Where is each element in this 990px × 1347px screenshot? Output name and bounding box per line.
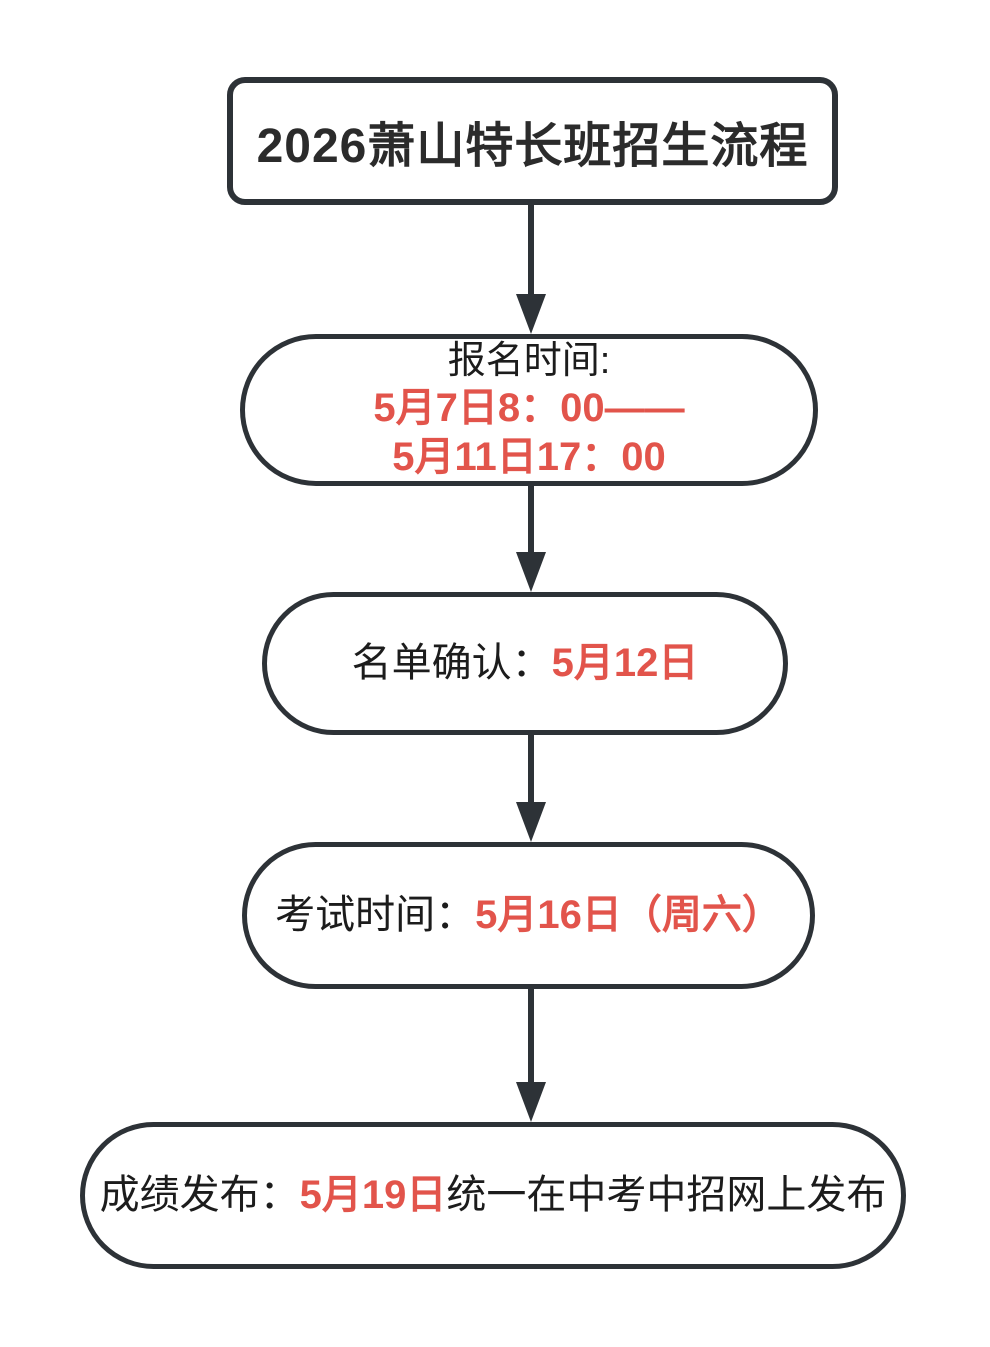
- exam-time-date: 5月16日（周六）: [475, 893, 782, 938]
- results-release-date: 5月19日: [299, 1173, 447, 1218]
- signup-time-start-text: 5月7日8：00——: [373, 386, 685, 431]
- flow-arrow-3: [514, 735, 548, 842]
- title-box: 2026萧山特长班招生流程: [227, 77, 838, 205]
- signup-time-label-text: 报名时间:: [447, 340, 611, 383]
- arrow-head-icon: [516, 294, 546, 334]
- exam-time-label: 考试时间：: [275, 893, 476, 938]
- step-box-results-release: 成绩发布：5月19日统一在中考中招网上发布: [80, 1122, 906, 1269]
- exam-time-line: 考试时间：5月16日（周六）: [275, 891, 782, 940]
- flow-arrow-1: [514, 205, 548, 334]
- step-box-exam-time: 考试时间：5月16日（周六）: [242, 842, 815, 989]
- arrow-shaft: [528, 735, 534, 802]
- step-box-signup-time: 报名时间: 5月7日8：00—— 5月11日17：00: [240, 334, 818, 486]
- flow-arrow-2: [514, 486, 548, 592]
- list-confirmation-label: 名单确认：: [351, 641, 552, 686]
- signup-time-label: 报名时间:: [448, 338, 611, 384]
- flow-arrow-4: [514, 989, 548, 1122]
- signup-time-start: 5月7日8：00——: [373, 384, 684, 433]
- arrow-shaft: [528, 989, 534, 1082]
- arrow-shaft: [528, 205, 534, 294]
- step-box-list-confirmation: 名单确认：5月12日: [262, 592, 788, 735]
- arrow-head-icon: [516, 1082, 546, 1122]
- arrow-shaft: [528, 486, 534, 552]
- arrow-head-icon: [516, 552, 546, 592]
- results-release-label: 成绩发布：: [99, 1173, 300, 1218]
- results-release-detail: 统一在中考中招网上发布: [446, 1173, 887, 1218]
- results-release-line: 成绩发布：5月19日统一在中考中招网上发布: [100, 1171, 887, 1220]
- list-confirmation-line: 名单确认：5月12日: [352, 639, 699, 688]
- list-confirmation-date: 5月12日: [551, 641, 699, 686]
- arrow-head-icon: [516, 802, 546, 842]
- flowchart-title: 2026萧山特长班招生流程: [256, 120, 809, 173]
- signup-time-end: 5月11日17：00: [392, 433, 666, 482]
- signup-time-end-text: 5月11日17：00: [392, 435, 666, 480]
